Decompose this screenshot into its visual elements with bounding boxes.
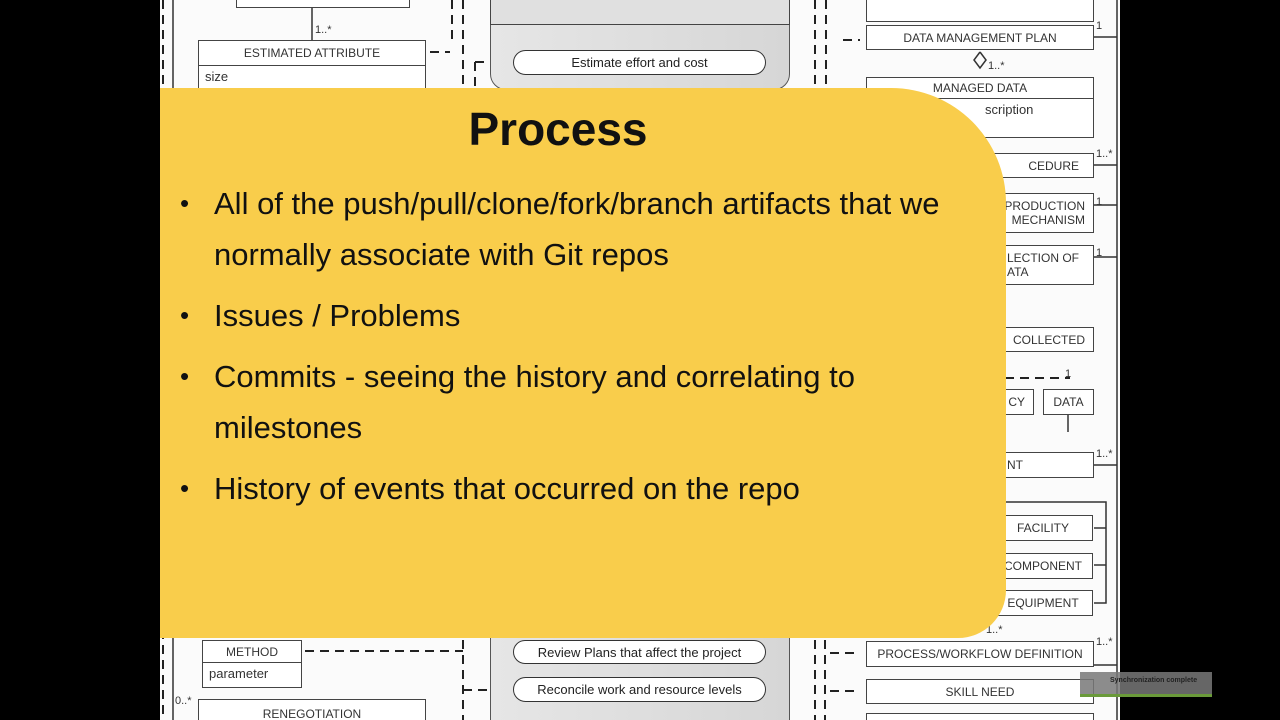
swimlane-header bbox=[490, 0, 790, 25]
uml-class-data-management-plan: DATA MANAGEMENT PLAN bbox=[866, 25, 1094, 50]
uml-class-renegotiation: RENEGOTIATION bbox=[198, 699, 426, 720]
uml-class-estimated-attribute: ESTIMATED ATTRIBUTE bbox=[198, 40, 426, 66]
content-card: Process • All of the push/pull/clone/fork… bbox=[160, 88, 1006, 638]
uml-class-component: COMPONENT bbox=[993, 553, 1093, 579]
multiplicity: 1 bbox=[1065, 368, 1072, 380]
bullet-icon: • bbox=[180, 361, 190, 391]
uml-class-method: METHOD bbox=[202, 640, 302, 663]
bullet-list: • All of the push/pull/clone/fork/branch … bbox=[180, 178, 990, 524]
multiplicity: 1..* bbox=[315, 24, 332, 36]
bullet-item: • Issues / Problems bbox=[180, 290, 990, 341]
bullet-icon: • bbox=[180, 300, 190, 330]
bullet-text: Commits - seeing the history and correla… bbox=[214, 359, 855, 445]
multiplicity: 1..* bbox=[988, 60, 1005, 72]
attribute-parameter: parameter bbox=[202, 662, 302, 688]
class-label: LECTION OF bbox=[1007, 251, 1080, 265]
bullet-text: History of events that occurred on the r… bbox=[214, 471, 800, 506]
multiplicity: 0..* bbox=[175, 695, 192, 707]
multiplicity: 1 bbox=[1096, 196, 1103, 208]
sync-notification: Synchronization complete bbox=[1080, 672, 1212, 697]
multiplicity: 1 bbox=[1096, 20, 1103, 32]
bullet-item: • History of events that occurred on the … bbox=[180, 463, 990, 514]
uml-class-skill-need: SKILL NEED bbox=[866, 679, 1094, 704]
multiplicity: 1..* bbox=[1096, 148, 1113, 160]
multiplicity: 1 bbox=[1096, 247, 1103, 259]
activity-reconcile: Reconcile work and resource levels bbox=[513, 677, 766, 702]
uml-class-process-workflow-definition: PROCESS/WORKFLOW DEFINITION bbox=[866, 641, 1094, 667]
bullet-icon: • bbox=[180, 188, 190, 218]
uml-class-equipment: EQUIPMENT bbox=[993, 590, 1093, 616]
class-label: PRODUCTION bbox=[1004, 199, 1085, 213]
slide-title: Process bbox=[468, 103, 648, 155]
bullet-text: All of the push/pull/clone/fork/branch a… bbox=[214, 186, 940, 272]
bullet-text: Issues / Problems bbox=[214, 298, 461, 333]
class-label: ATA bbox=[1007, 265, 1029, 279]
activity-review: Review Plans that affect the project bbox=[513, 640, 766, 664]
uml-class-data: DATA bbox=[1043, 389, 1094, 415]
bullet-icon: • bbox=[180, 473, 190, 503]
bullet-item: • All of the push/pull/clone/fork/branch … bbox=[180, 178, 990, 280]
bullet-item: • Commits - seeing the history and correl… bbox=[180, 351, 990, 453]
uml-class-bottom-partial bbox=[866, 713, 1094, 720]
uml-class-top-partial bbox=[236, 0, 410, 8]
sync-status-text: Synchronization complete bbox=[1110, 677, 1198, 684]
multiplicity: 1..* bbox=[1096, 448, 1113, 460]
activity-estimate: Estimate effort and cost bbox=[513, 50, 766, 75]
uml-class-top-right-partial bbox=[866, 0, 1094, 22]
multiplicity: 1..* bbox=[1096, 636, 1113, 648]
uml-class-facility: FACILITY bbox=[993, 515, 1093, 541]
class-label: MECHANISM bbox=[1011, 213, 1085, 227]
multiplicity: 1..* bbox=[986, 624, 1003, 636]
sync-progress-bar bbox=[1080, 694, 1212, 697]
